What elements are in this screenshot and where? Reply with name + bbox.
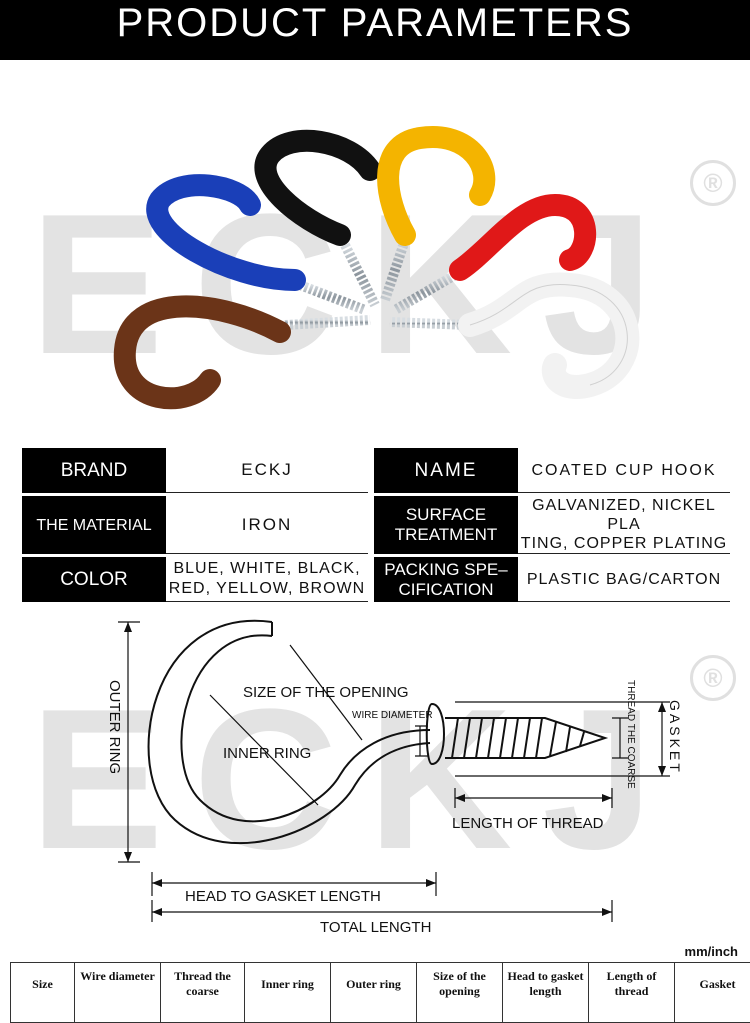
red-hook xyxy=(460,205,585,270)
label-head-gasket: HEAD TO GASKET LENGTH xyxy=(185,888,381,905)
color-value-line1: BLUE, WHITE, BLACK, xyxy=(166,559,368,579)
packing-label-line1: PACKING SPE– xyxy=(374,560,518,580)
packing-value: PLASTIC BAG/CARTON xyxy=(518,557,730,602)
header-outer-ring: Outer ring xyxy=(331,963,417,1023)
yellow-hook xyxy=(388,137,484,235)
surface-value-line1: GALVANIZED, NICKEL PLA xyxy=(518,496,730,534)
brand-value: ECKJ xyxy=(166,448,368,493)
surface-label-line1: SURFACE xyxy=(374,505,518,525)
material-value: IRON xyxy=(166,496,368,554)
header-wire-diameter: Wire diameter xyxy=(75,963,161,1023)
header-size: Size xyxy=(11,963,75,1023)
surface-value: GALVANIZED, NICKEL PLA TING, COPPER PLAT… xyxy=(518,496,730,554)
header-head-gasket: Head to gasket length xyxy=(503,963,589,1023)
color-value: BLUE, WHITE, BLACK, RED, YELLOW, BROWN xyxy=(166,557,368,602)
header-gasket: Gasket xyxy=(675,963,750,1023)
surface-value-line2: TING, COPPER PLATING xyxy=(518,534,730,553)
dimensions-header-row: Size Wire diameter Thread the coarse Inn… xyxy=(11,963,750,1023)
params-row: COLOR BLUE, WHITE, BLACK, RED, YELLOW, B… xyxy=(22,557,730,602)
name-value: COATED CUP HOOK xyxy=(518,448,730,493)
color-label: COLOR xyxy=(22,557,166,602)
black-hook xyxy=(265,141,370,235)
header-thread-coarse: Thread the coarse xyxy=(161,963,245,1023)
color-value-line2: RED, YELLOW, BROWN xyxy=(166,579,368,599)
packing-label: PACKING SPE– CIFICATION xyxy=(374,557,518,602)
unit-label: mm/inch xyxy=(685,944,738,959)
params-row: THE MATERIAL IRON SURFACE TREATMENT GALV… xyxy=(22,496,730,554)
screw-shanks xyxy=(285,240,470,325)
registered-mark-top: ® xyxy=(690,160,736,206)
label-wire-diameter: WIRE DIAMETER xyxy=(352,710,433,721)
hook-diagram: OUTER RING SIZE OF THE OPENING INNER RIN… xyxy=(0,600,750,945)
header-inner-ring: Inner ring xyxy=(245,963,331,1023)
name-label: NAME xyxy=(374,448,518,493)
params-table: BRAND ECKJ NAME COATED CUP HOOK THE MATE… xyxy=(22,445,730,605)
surface-label-line2: TREATMENT xyxy=(374,525,518,545)
material-label: THE MATERIAL xyxy=(22,496,166,554)
label-gasket: GASKET xyxy=(667,700,683,775)
params-row: BRAND ECKJ NAME COATED CUP HOOK xyxy=(22,448,730,493)
banner-title: PRODUCT PARAMETERS xyxy=(0,0,750,45)
brand-label: BRAND xyxy=(22,448,166,493)
white-hook xyxy=(470,284,627,387)
packing-label-line2: CIFICATION xyxy=(374,580,518,600)
brown-hook xyxy=(125,306,280,398)
label-thread-coarse: THREAD THE COARSE xyxy=(625,680,636,789)
product-photo xyxy=(100,120,660,420)
header-size-opening: Size of the opening xyxy=(417,963,503,1023)
label-inner-ring: INNER RING xyxy=(223,745,311,762)
surface-label: SURFACE TREATMENT xyxy=(374,496,518,554)
label-outer-ring: OUTER RING xyxy=(106,680,123,774)
label-length-thread: LENGTH OF THREAD xyxy=(452,815,604,832)
header-length-thread: Length of thread xyxy=(589,963,675,1023)
dimensions-table: Size Wire diameter Thread the coarse Inn… xyxy=(10,962,750,1023)
label-total-length: TOTAL LENGTH xyxy=(320,919,431,936)
label-size-opening: SIZE OF THE OPENING xyxy=(243,684,409,701)
banner: PRODUCT PARAMETERS xyxy=(0,0,750,60)
